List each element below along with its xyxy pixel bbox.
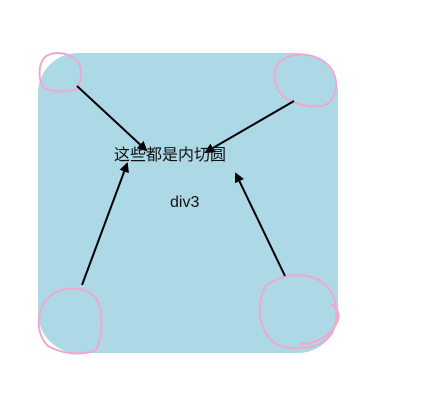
caption-text: 这些都是内切圆 — [114, 145, 227, 164]
corner-circle-bottom-right — [258, 274, 338, 350]
arrow-from-top-right — [204, 100, 295, 154]
corner-circle-bottom-left — [37, 287, 103, 355]
corner-circle-top-right — [273, 53, 338, 108]
arrow-from-bottom-left — [81, 162, 129, 286]
arrow-from-bottom-right — [234, 172, 286, 277]
arrow-from-top-left — [76, 85, 148, 152]
div3-label: div3 — [170, 194, 200, 211]
corner-circle-top-left — [38, 52, 82, 93]
corner-circle-bottom-right-extra-stroke — [299, 303, 340, 345]
div3-rounded-box — [38, 53, 338, 353]
